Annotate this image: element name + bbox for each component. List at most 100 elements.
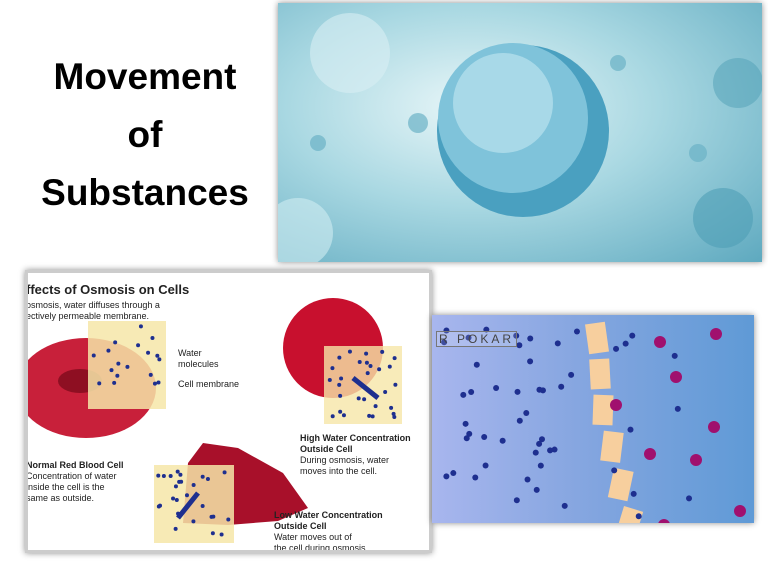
water-molecule	[347, 349, 352, 354]
water-molecule	[150, 335, 155, 340]
membrane-segment	[615, 505, 644, 523]
water-particle	[443, 473, 450, 480]
label-cell-membrane: Cell membrane	[178, 379, 240, 389]
water-molecule	[200, 474, 205, 479]
solute-particle	[654, 336, 666, 348]
water-particle	[536, 440, 543, 447]
water-molecule	[222, 470, 227, 475]
water-molecule	[210, 531, 215, 536]
water-molecule	[174, 498, 179, 503]
figure-intro: osmosis, water diffuses through a ective…	[28, 300, 160, 322]
water-molecule	[205, 476, 210, 481]
water-molecule	[377, 367, 382, 372]
water-molecule	[389, 405, 394, 410]
water-particle	[460, 391, 467, 398]
water-particle	[450, 470, 457, 477]
osmosis-illustration	[28, 298, 402, 543]
water-particle	[514, 388, 521, 395]
water-particle	[465, 334, 472, 341]
water-particle	[547, 447, 554, 454]
water-molecule	[125, 364, 130, 369]
water-particle	[532, 449, 539, 456]
water-particle	[516, 417, 523, 424]
water-particle	[441, 339, 448, 346]
water-particle	[686, 495, 693, 502]
water-particle	[473, 361, 480, 368]
water-particle	[533, 486, 540, 493]
water-particle	[537, 462, 544, 469]
water-molecule	[161, 474, 166, 479]
water-molecule	[391, 411, 396, 416]
water-particle	[573, 328, 580, 335]
panel-title: Normal Red Blood Cell	[26, 460, 124, 470]
water-molecule	[211, 514, 216, 519]
water-molecule	[356, 396, 361, 401]
water-particle	[561, 502, 568, 509]
water-molecule	[337, 382, 342, 387]
solute-particle	[644, 448, 656, 460]
cell-illustration	[278, 13, 762, 262]
water-molecule	[155, 353, 160, 358]
water-particle	[472, 474, 479, 481]
panel-text: inside the cell is the	[26, 482, 105, 492]
water-molecule	[330, 366, 335, 371]
water-molecule	[341, 413, 346, 418]
water-molecule	[339, 376, 344, 381]
panel-text: Concentration of water	[26, 471, 117, 481]
water-molecule	[175, 469, 180, 474]
water-molecule	[226, 517, 231, 522]
slide-title: Movement of Substances	[30, 48, 260, 222]
water-particle	[499, 437, 506, 444]
water-particle	[527, 358, 534, 365]
solute-particle	[710, 328, 722, 340]
water-molecule	[392, 414, 397, 419]
label-line: molecules	[178, 359, 219, 369]
water-molecule	[191, 483, 196, 488]
osmosis-figure: ffects of Osmosis on Cells osmosis, wate…	[25, 270, 432, 553]
water-particle	[513, 497, 520, 504]
membrane-segment	[585, 321, 609, 355]
water-particle	[629, 332, 636, 339]
water-particle	[674, 405, 681, 412]
water-particle	[554, 340, 561, 347]
membrane-segment	[600, 430, 624, 463]
water-molecule	[109, 368, 114, 373]
water-particle	[538, 436, 545, 443]
panel-a: Normal Red Blood Cell Concentration of w…	[26, 460, 124, 504]
water-molecule	[156, 504, 161, 509]
solute-particle	[670, 371, 682, 383]
water-molecule	[330, 414, 335, 419]
water-molecule	[367, 413, 372, 418]
water-molecule	[393, 382, 398, 387]
water-particle	[493, 384, 500, 391]
title-line: Movement	[53, 56, 237, 97]
water-particle	[466, 430, 473, 437]
water-molecule	[156, 473, 161, 478]
water-molecule	[178, 472, 183, 477]
water-particle	[527, 335, 534, 342]
water-molecule	[370, 414, 375, 419]
membrane-segment	[592, 394, 614, 426]
panel-text: moves into the cell.	[300, 466, 378, 476]
water-molecule	[146, 350, 151, 355]
water-molecule	[380, 349, 385, 354]
water-molecule	[383, 389, 388, 394]
membrane-segment	[607, 467, 634, 502]
panel-text: same as outside.	[26, 493, 95, 503]
solute-particle	[658, 519, 670, 523]
solute-particle	[610, 399, 622, 411]
water-molecule	[327, 377, 332, 382]
solute-particle	[690, 454, 702, 466]
water-molecule	[171, 496, 176, 501]
water-molecule	[177, 479, 182, 484]
water-particle	[622, 340, 629, 347]
water-molecule	[148, 372, 153, 377]
water-particle	[558, 383, 565, 390]
membrane-segment	[589, 358, 611, 390]
water-particle	[551, 446, 558, 453]
diffusion-figure: R POKAR	[432, 315, 754, 523]
water-particle	[613, 345, 620, 352]
water-molecule	[338, 393, 343, 398]
water-molecule	[116, 361, 121, 366]
water-molecule	[365, 371, 370, 376]
